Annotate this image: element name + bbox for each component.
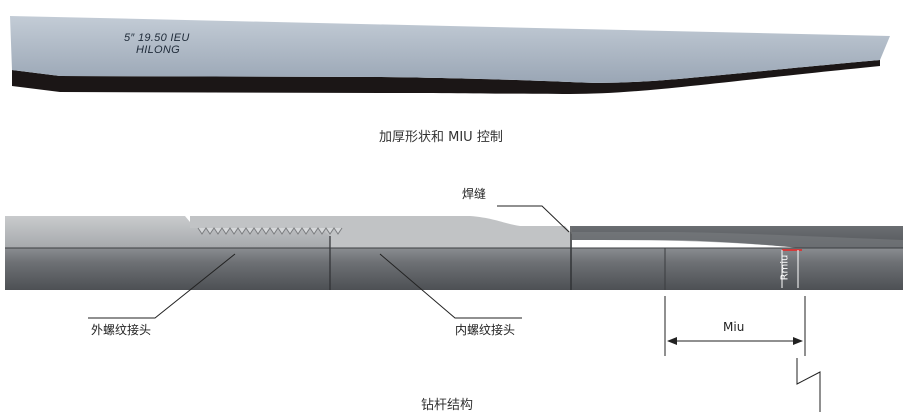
structure-caption: 钻杆结构: [421, 398, 474, 413]
bar-engraving-line2: HILONG: [136, 44, 180, 56]
upset-bar-edge: [12, 60, 880, 94]
break-line: [796, 358, 821, 412]
rmiu-label: Rmiu: [779, 254, 791, 281]
box-joint: [190, 216, 572, 248]
pipe-body: [5, 248, 903, 290]
weld-label: 焊缝: [462, 187, 487, 201]
tool-joint-left: [5, 216, 330, 248]
upset-caption: 加厚形状和 MIU 控制: [379, 130, 503, 145]
bar-engraving-line1: 5″ 19.50 IEU: [124, 32, 190, 44]
pin-leader: [88, 253, 236, 319]
miu-label: Miu: [723, 320, 745, 334]
box-leader: [379, 253, 522, 319]
pin-connection-label: 外螺纹接头: [91, 323, 152, 337]
thread-teeth: [197, 227, 343, 235]
box-connection-label: 内螺纹接头: [455, 323, 516, 337]
weld-leader: [497, 205, 570, 233]
upset-bar-face: [10, 16, 890, 83]
